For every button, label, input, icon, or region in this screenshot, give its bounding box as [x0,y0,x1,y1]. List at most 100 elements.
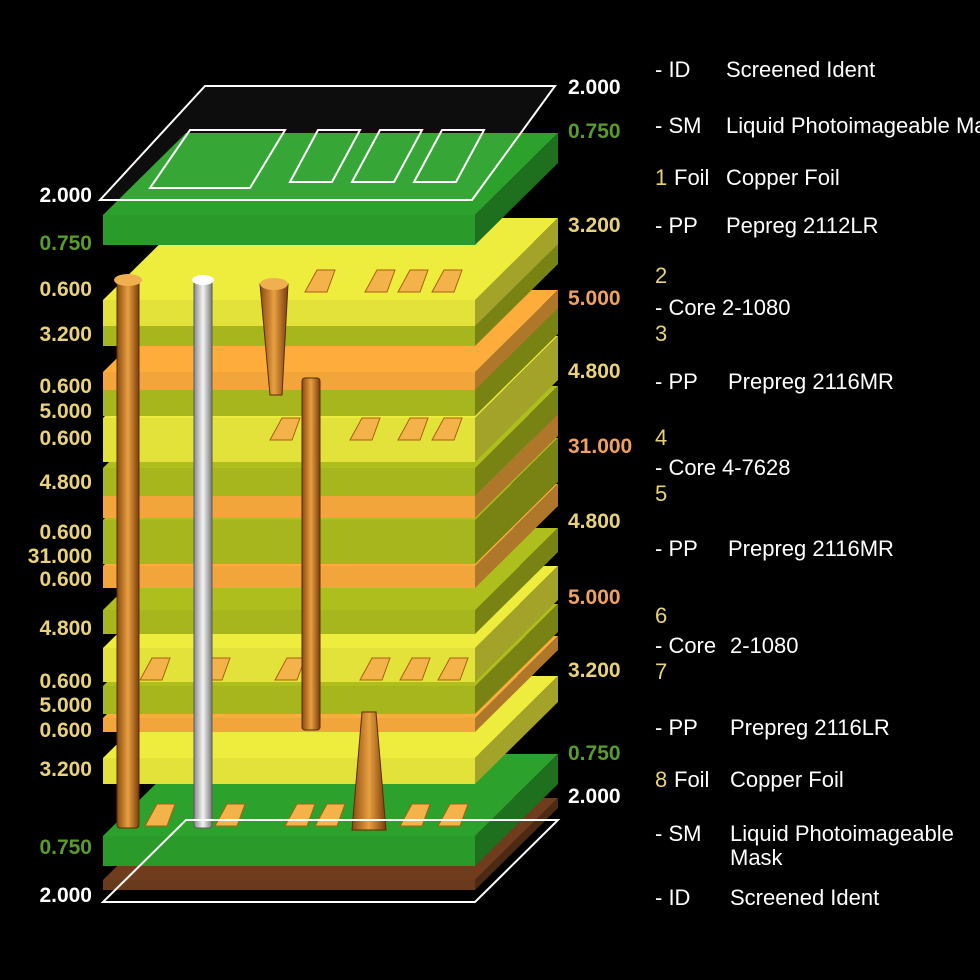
prepreg-2116lr-side [475,676,558,784]
through-via-copper [116,279,140,829]
legend-code: 1 [655,165,668,190]
legend-code: - Core [655,295,717,320]
legend-code: - PP [655,715,698,740]
pad-row-top-pad [397,269,429,293]
left-thickness-label: 0.600 [39,375,92,398]
legend-description: Liquid Photoimageable Mask [730,821,954,870]
legend-code: 8 [655,767,668,792]
pad-row-mid-pad [269,417,301,441]
legend-code: 2 [655,263,668,288]
legend-code: - PP [655,213,698,238]
legend-code: Foil [674,767,710,792]
prepreg-2112lr-front [103,324,475,346]
legend-description: 2-1080 [722,295,791,320]
right-thickness-label: 4.800 [568,360,621,383]
core-2-1080-lower-front [103,686,475,714]
top-ident-pad-outline [148,129,287,189]
copper-layer-5-side [475,484,558,588]
legend-code: - ID [655,57,691,82]
pad-row-mid-pad [349,417,381,441]
legend-code: - Core [655,633,717,658]
copper-layer-4-front [103,496,475,518]
legend-description: 2-1080 [730,633,799,658]
left-thickness-label: 0.600 [39,719,92,742]
left-thickness-label: 0.600 [39,670,92,693]
left-thickness-label: 31.000 [27,545,92,568]
layer-stack [103,133,558,890]
pad-row-bottom-pad [144,803,176,827]
legend-code: - PP [655,369,698,394]
legend-description: Screened Ident [726,57,876,82]
legend-code: 4 [655,425,668,450]
right-thickness-label: 4.800 [568,510,621,533]
copper-layer-7-front [103,718,475,732]
legend-code: - PP [655,536,698,561]
blind-via-top-cap [260,278,288,290]
left-thickness-label: 2.000 [39,884,92,907]
top-solder-mask-top [103,133,558,215]
through-via-silver-cap [192,275,214,285]
pad-row-lower-pad [437,657,469,681]
copper-layer-1-front [103,300,475,326]
prepreg-2116mr-upper-side [475,386,558,496]
left-thickness-label: 3.200 [39,323,92,346]
through-via-copper-cap [114,274,142,286]
core-4-7628-front [103,520,475,564]
pad-row-top-pad [364,269,396,293]
top-ident-frame [97,85,557,201]
pad-row-top-pad [304,269,336,293]
legend-description: Prepreg 2116LR [730,715,890,740]
left-thickness-label: 0.600 [39,427,92,450]
legend-code: - SM [655,821,702,846]
right-thickness-label: 3.200 [568,214,621,237]
pad-row-mid-pad [431,417,463,441]
legend-description: Screened Ident [730,885,880,910]
core-4-7628-side [475,438,558,564]
bottom-solder-mask-side [475,754,558,866]
left-thickness-label: 5.000 [39,694,92,717]
bottom-solder-mask-front [103,836,475,866]
legend-description: Liquid Photoimageable Mask [726,113,980,138]
copper-layer-1-side [475,218,558,326]
left-thickness-label: 5.000 [39,400,92,423]
legend-description: Copper Foil [726,165,840,190]
legend-code: - ID [655,885,691,910]
left-thickness-label: 0.600 [39,278,92,301]
core-2-1080-upper-front [103,388,475,416]
left-thickness-label: 4.800 [39,617,92,640]
right-thickness-label: 31.000 [568,435,633,458]
copper-layer-2-side [475,290,558,390]
right-thickness-label: 2.000 [568,76,621,99]
pad-row-top-pad [431,269,463,293]
legend-code: - Core [655,455,717,480]
pad-row-lower-pad [399,657,431,681]
legend-code: 5 [655,481,668,506]
legend-description: Copper Foil [730,767,844,792]
right-thickness-label: 3.200 [568,659,621,682]
legend-description: 4-7628 [722,455,791,480]
top-ident-slot-outline [288,129,362,183]
copper-layer-4-side [475,414,558,518]
left-thickness-label: 0.600 [39,568,92,591]
copper-layer-7-side [475,636,558,732]
bottom-ident-base-front [103,880,475,890]
pad-row-lower-pad [139,657,171,681]
legend-code: - SM [655,113,702,138]
core-2-1080-lower-side [475,604,558,714]
copper-layer-6-side [475,566,558,682]
top-solder-mask-front [103,215,475,245]
copper-layer-3-side [475,336,558,462]
via-group [114,274,387,831]
left-thickness-label: 0.600 [39,521,92,544]
legend-description: Prepreg 2116MR [728,536,894,561]
right-thickness-label: 0.750 [568,742,621,765]
copper-layer-2-front [103,372,475,390]
top-ident-slot-outline [412,129,486,183]
copper-layer-5-front [103,566,475,588]
left-thickness-label: 0.750 [39,836,92,859]
legend-description: Pepreg 2112LR [726,213,879,238]
legend-code: 3 [655,321,668,346]
core-2-1080-upper-side [475,306,558,416]
bottom-ident-frame [100,819,561,903]
